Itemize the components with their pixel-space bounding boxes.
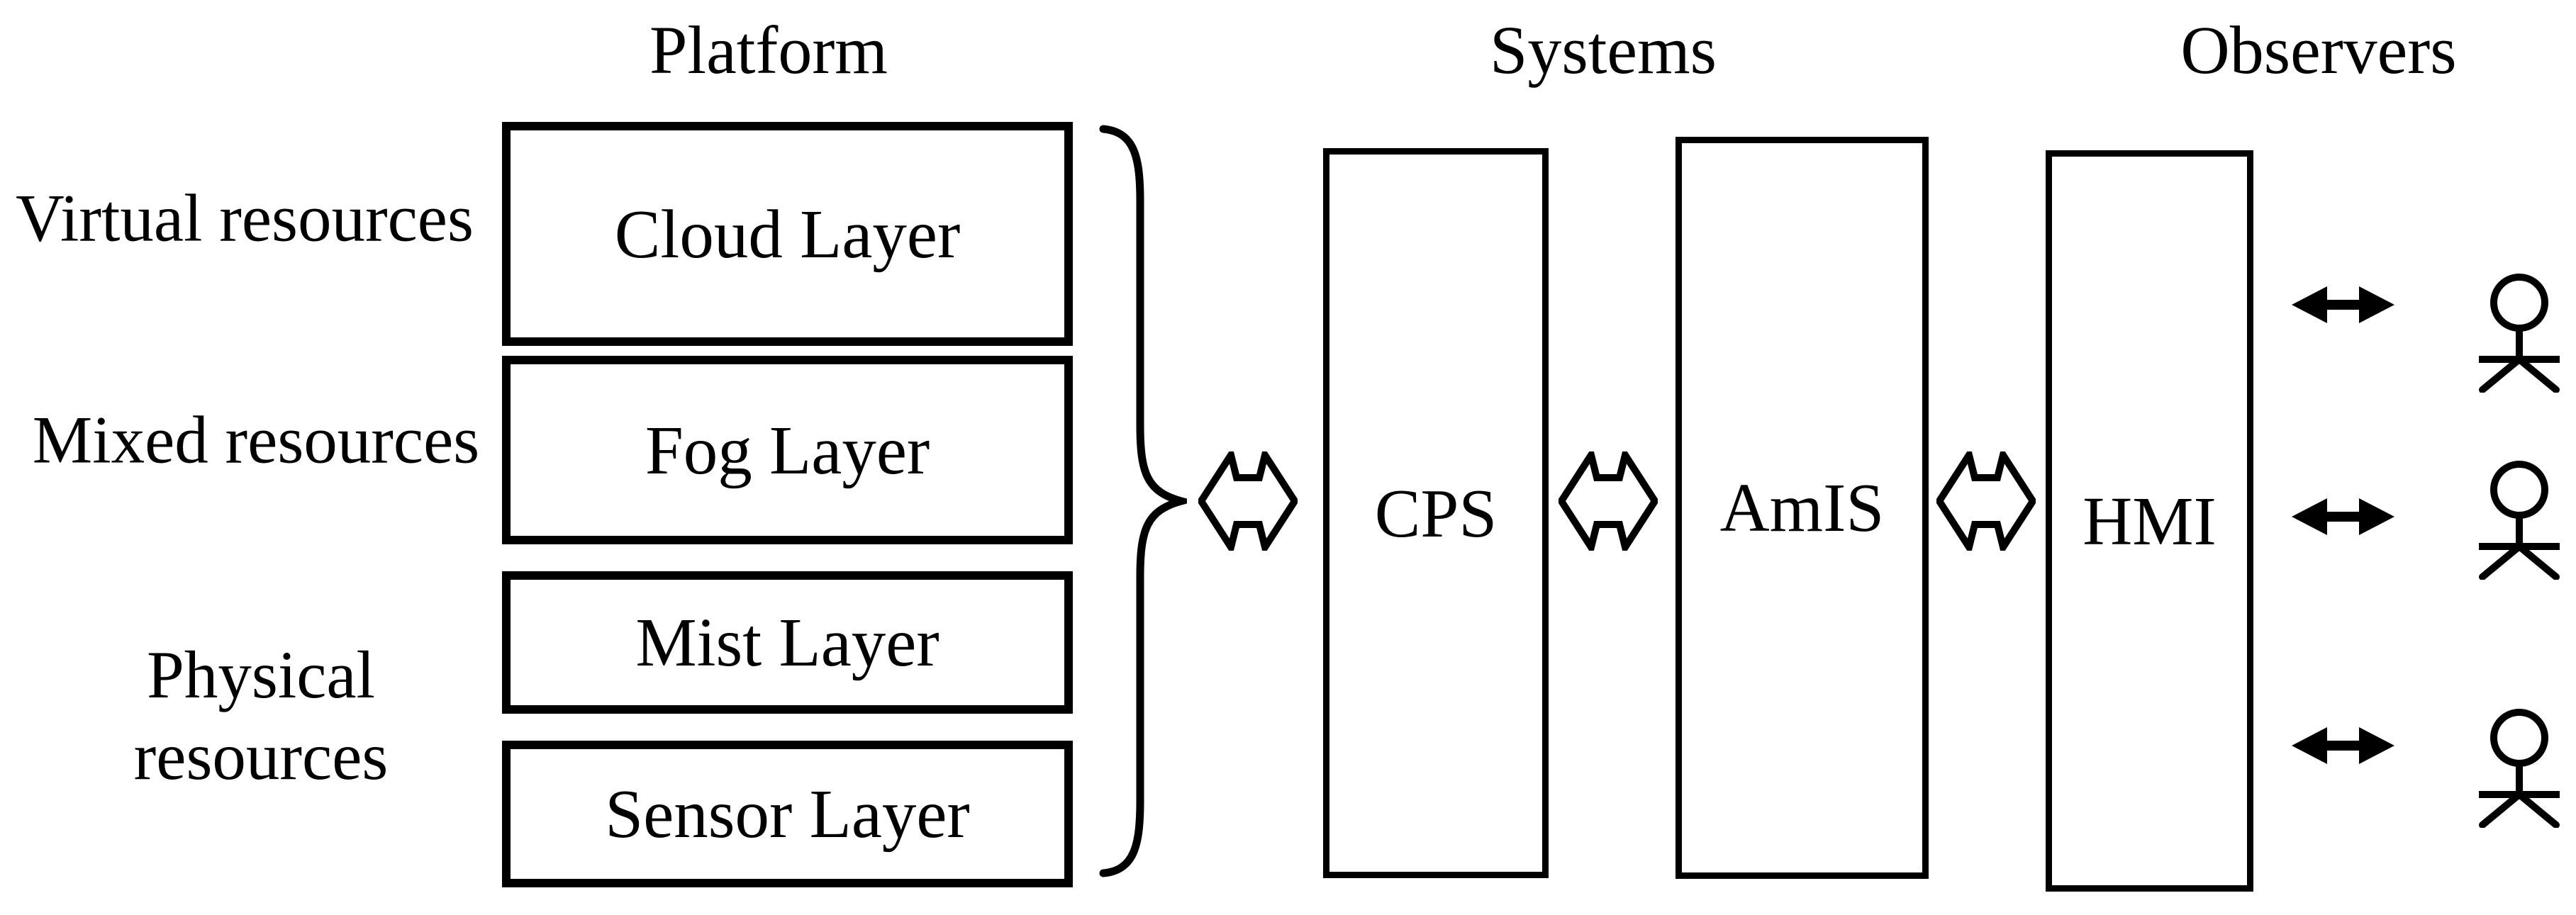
solid-double-arrow-icon [2292,498,2394,535]
sensor-layer-box: Sensor Layer [502,741,1073,887]
amis-label: AmIS [1719,470,1885,546]
sensor-layer-label: Sensor Layer [605,776,970,852]
virtual-resources-label: Virtual resources [16,180,474,256]
platform-heading: Platform [649,12,888,88]
person-icon [2479,274,2560,393]
hmi-box: HMI [2046,150,2253,892]
fog-layer-box: Fog Layer [502,356,1073,544]
observers-heading: Observers [2180,12,2457,88]
physical-resources-line1: Physical [147,637,375,712]
person-icon [2479,461,2560,580]
mist-layer-label: Mist Layer [635,605,939,680]
mist-layer-box: Mist Layer [502,571,1073,714]
solid-double-arrow-icon [2292,727,2394,764]
amis-box: AmIS [1675,137,1929,879]
physical-resources-label: Physical resources [134,634,389,797]
fog-layer-label: Fog Layer [645,412,930,488]
systems-heading: Systems [1489,12,1717,88]
hollow-double-arrow-icon [1198,451,1298,551]
cps-box: CPS [1323,148,1549,878]
physical-resources-line2: resources [133,719,389,794]
solid-double-arrow-icon [2292,286,2394,323]
hmi-label: HMI [2082,483,2217,559]
cloud-layer-label: Cloud Layer [614,196,961,272]
cloud-layer-box: Cloud Layer [502,122,1073,346]
mixed-resources-label: Mixed resources [32,402,480,478]
cps-label: CPS [1374,475,1498,551]
curly-brace-icon [1099,125,1187,877]
hollow-double-arrow-icon [1559,451,1658,551]
person-icon [2479,709,2560,828]
hollow-double-arrow-icon [1936,451,2036,551]
